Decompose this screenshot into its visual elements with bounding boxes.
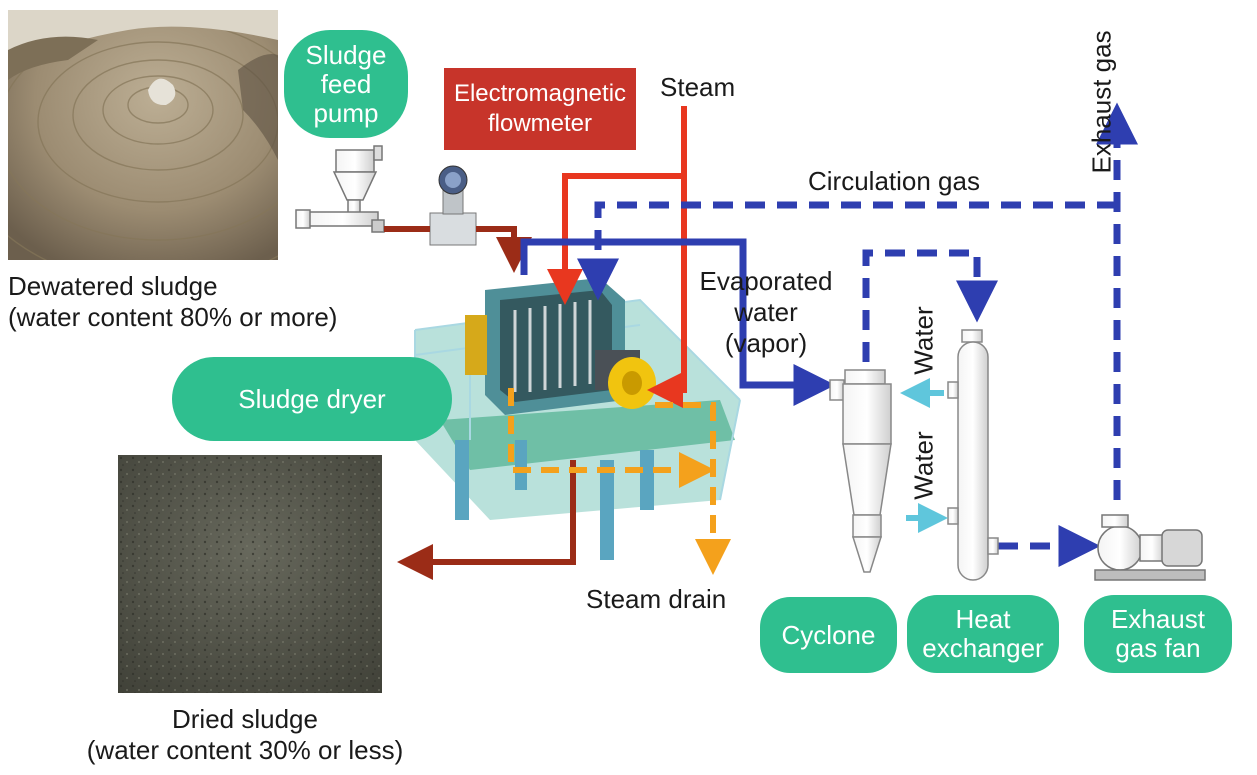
cyclone-to-exchanger-line — [862, 249, 998, 362]
dried-sludge-title: Dried sludge — [172, 704, 318, 734]
dried-sludge-label: Dried sludge (water content 30% or less) — [80, 704, 410, 766]
exhaust-fan-line-1: Exhaust — [1111, 604, 1205, 634]
steam-drain-line-1 — [508, 388, 715, 488]
evaporated-line-3: (vapor) — [724, 328, 808, 358]
dewatered-sludge-photo — [8, 10, 278, 260]
exhaust-gas-fan-pill: Exhaust gas fan — [1084, 595, 1232, 673]
flowmeter-line-1: Electromagnetic — [453, 80, 627, 107]
heat-exchanger-pill: Heat exchanger — [907, 595, 1059, 673]
evaporated-water-label: Evaporated water (vapor) — [686, 266, 846, 359]
exhaust-fan-drawing — [1094, 514, 1206, 581]
dried-sludge-outlet-line — [397, 460, 576, 580]
feed-pump-line-1: Sludge — [305, 39, 387, 70]
feed-pump-line-2: feed — [320, 68, 372, 99]
water-top-label: Water — [908, 306, 939, 375]
circulation-gas-line — [577, 201, 1117, 301]
evaporated-line-1: Evaporated — [699, 266, 833, 296]
evaporated-water-line — [520, 238, 836, 406]
electromagnetic-flowmeter-box: Electromagnetic flowmeter — [444, 68, 636, 150]
circulation-gas-label: Circulation gas — [808, 166, 980, 196]
exhaust-fan-line-2: gas fan — [1115, 633, 1201, 663]
cyclone-drawing — [829, 369, 892, 573]
water-bottom-label: Water — [908, 431, 939, 500]
feed-pump-drawing — [295, 145, 385, 233]
dried-sludge-content: (water content 30% or less) — [86, 735, 404, 765]
dewatered-sludge-title: Dewatered sludge — [8, 271, 218, 301]
steam-line-to-jacket — [647, 176, 687, 408]
steam-label: Steam — [660, 72, 736, 102]
sludge-feed-line — [384, 226, 514, 258]
dewatered-sludge-content: (water content 80% or more) — [8, 302, 338, 332]
exhaust-gas-label: Exhaust gas — [1086, 30, 1117, 174]
sludge-feed-pump-pill: Sludge feed pump — [284, 30, 408, 138]
heat-exchanger-line-1: Heat — [955, 604, 1011, 634]
evaporated-line-2: water — [734, 297, 798, 327]
sludge-dryer-label: Sludge dryer — [238, 383, 386, 414]
flowmeter-line-2: flowmeter — [487, 110, 593, 137]
cyclone-pill: Cyclone — [760, 597, 897, 673]
heat-exchanger-line-2: exchanger — [922, 633, 1044, 663]
flowmeter-drawing — [429, 165, 477, 246]
steam-line-to-dryer — [547, 106, 687, 305]
sludge-dryer-pill: Sludge dryer — [172, 357, 452, 441]
heat-exchanger-drawing — [947, 329, 999, 581]
steam-drain-line-2 — [655, 402, 731, 575]
steam-drain-label: Steam drain — [586, 584, 727, 614]
dried-sludge-photo — [118, 455, 382, 693]
dewatered-sludge-label: Dewatered sludge (water content 80% or m… — [8, 271, 337, 333]
feed-pump-line-3: pump — [313, 97, 379, 128]
cyclone-label: Cyclone — [781, 619, 876, 650]
